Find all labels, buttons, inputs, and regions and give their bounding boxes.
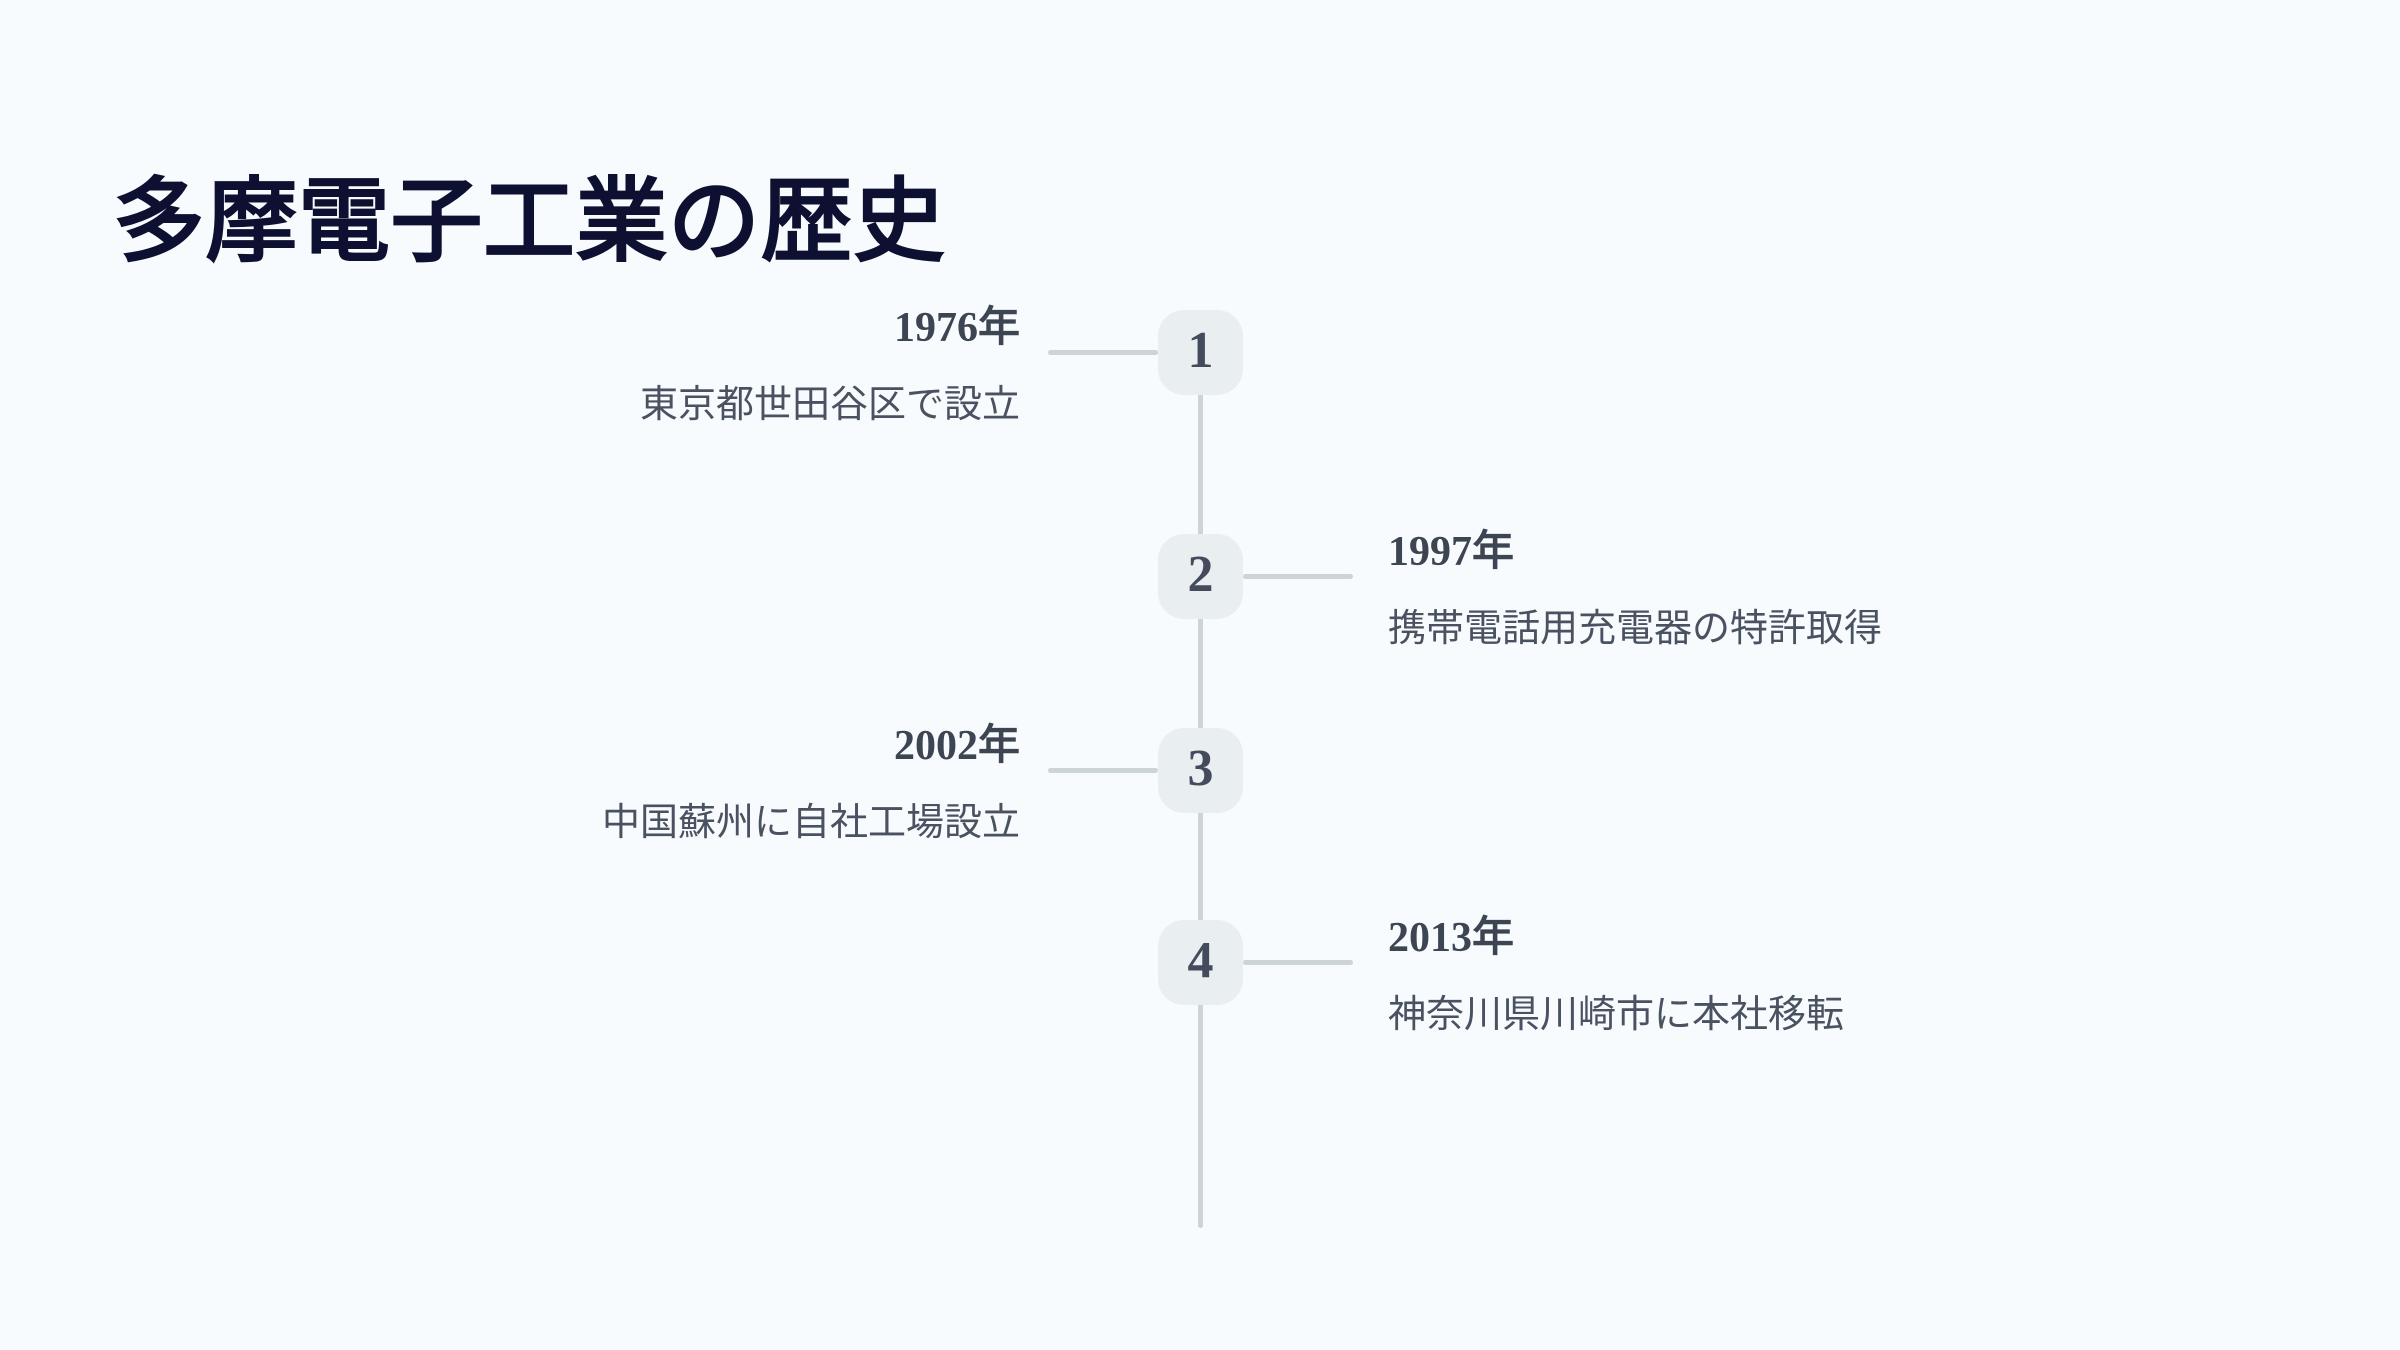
timeline-connector-3 [1048,768,1158,773]
timeline-badge-3[interactable]: 3 [1158,728,1243,813]
timeline-badge-4[interactable]: 4 [1158,920,1243,1005]
timeline-connector-1 [1048,350,1158,355]
timeline-year-4: 2013年 [1388,915,1515,961]
timeline-description-4: 神奈川県川崎市に本社移転 [1388,994,1845,1037]
timeline-description-3: 中国蘇州に自社工場設立 [601,802,1020,845]
timeline-description-2: 携帯電話用充電器の特許取得 [1388,608,1883,651]
timeline-connector-2 [1243,574,1353,579]
timeline-entry-2: 1997年 携帯電話用充電器の特許取得 [1388,530,2148,655]
page-title: 多摩電子工業の歴史 [113,170,946,273]
timeline-badge-2[interactable]: 2 [1158,534,1243,619]
timeline-connector-4 [1243,960,1353,965]
timeline-description-1: 東京都世田谷区で設立 [639,384,1020,427]
timeline-entry-4: 2013年 神奈川県川崎市に本社移転 [1388,916,2148,1041]
timeline-entry-1: 1976年 東京都世田谷区で設立 [260,306,1020,431]
timeline-year-1: 1976年 [893,305,1020,351]
timeline-year-2: 1997年 [1388,529,1515,575]
timeline-entry-3: 2002年 中国蘇州に自社工場設立 [260,724,1020,849]
timeline-year-3: 2002年 [893,723,1020,769]
timeline-badge-1[interactable]: 1 [1158,310,1243,395]
